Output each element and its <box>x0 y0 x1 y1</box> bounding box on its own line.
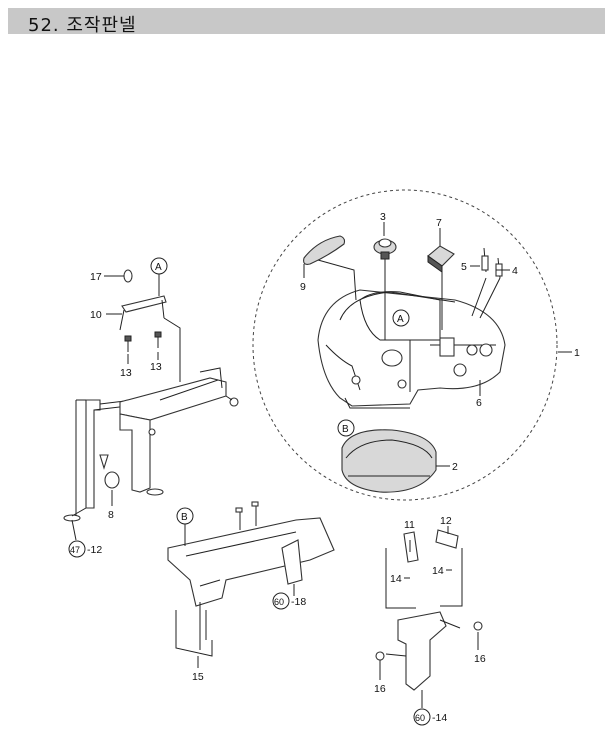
svg-text:-12: -12 <box>87 544 102 556</box>
panel-body <box>317 289 506 409</box>
label-1: 1 <box>574 347 580 359</box>
label-17: 17 <box>90 271 102 283</box>
svg-text:A: A <box>397 314 404 325</box>
steering-frame <box>63 367 239 522</box>
label-9: 9 <box>300 281 306 293</box>
marker-b-2: B <box>176 507 194 525</box>
svg-text:B: B <box>342 424 349 435</box>
label-15: 15 <box>192 671 204 683</box>
marker-a-1: A <box>150 257 168 275</box>
reference-60-a: 60 -18 <box>272 592 306 610</box>
label-4: 4 <box>512 265 518 277</box>
key-switch <box>373 238 397 260</box>
assembly-outline <box>252 189 558 501</box>
label-13b: 13 <box>150 361 162 373</box>
upper-bracket <box>119 269 167 331</box>
instrument-meter <box>341 429 437 493</box>
leader-lines <box>104 222 572 680</box>
marker-b-1: B <box>337 419 355 437</box>
reference-60-b: 60 -14 <box>413 708 447 726</box>
grip-handle <box>303 235 346 265</box>
label-13a: 13 <box>120 367 132 379</box>
svg-text:B: B <box>181 512 188 523</box>
label-14a: 14 <box>390 573 402 585</box>
label-3: 3 <box>380 211 386 223</box>
lever-bracket <box>375 529 483 708</box>
label-8: 8 <box>108 509 114 521</box>
label-16b: 16 <box>474 653 486 665</box>
label-12: 12 <box>440 515 452 527</box>
svg-text:47: 47 <box>70 545 80 555</box>
svg-text:60: 60 <box>415 713 425 723</box>
svg-text:-14: -14 <box>432 712 447 724</box>
page-title: 52. 조작판넬 <box>28 15 137 36</box>
marker-a-2: A <box>392 309 410 327</box>
label-2: 2 <box>452 461 458 473</box>
label-5: 5 <box>461 261 467 273</box>
svg-text:A: A <box>155 262 162 273</box>
label-7: 7 <box>436 217 442 229</box>
label-11: 11 <box>404 519 415 531</box>
svg-text:60: 60 <box>274 597 284 607</box>
part-labels: 1 2 3 4 5 6 7 8 9 10 11 12 13 13 14 14 1… <box>90 211 580 695</box>
lower-bracket <box>167 501 335 657</box>
label-6: 6 <box>476 397 482 409</box>
title-bar: 52. 조작판넬 <box>8 8 605 36</box>
svg-text:-18: -18 <box>291 596 306 608</box>
square-switch <box>427 245 455 273</box>
label-10: 10 <box>90 309 102 321</box>
label-16a: 16 <box>374 683 386 695</box>
reference-47: 47 -12 <box>68 540 102 558</box>
label-14b: 14 <box>432 565 444 577</box>
